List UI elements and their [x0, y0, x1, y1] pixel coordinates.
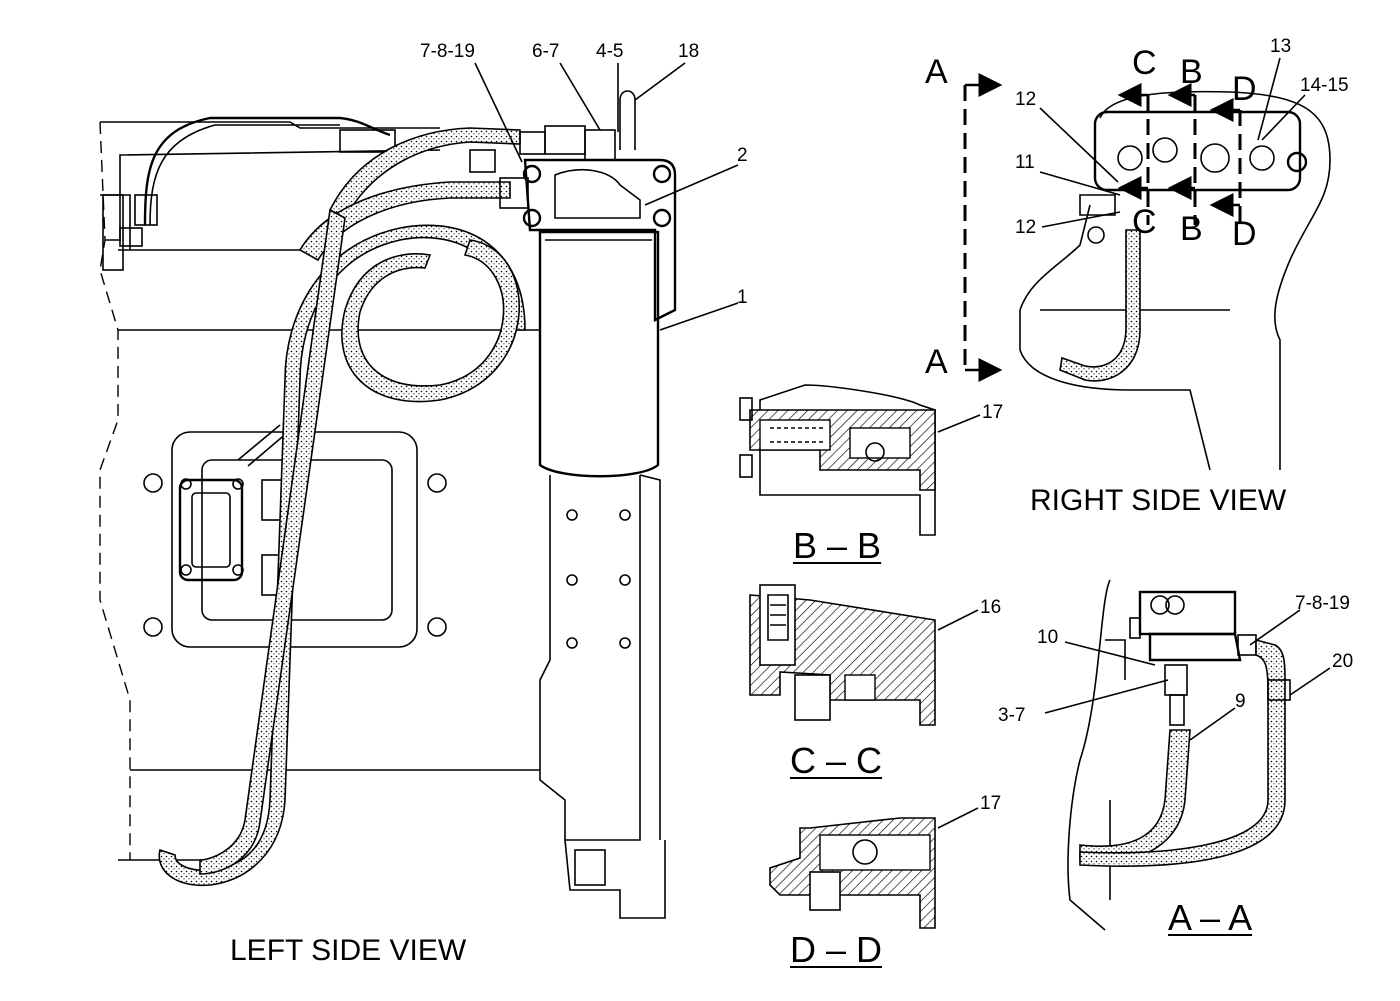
coiled-hose-inner	[341, 239, 521, 403]
left-side-view-drawing	[99, 90, 677, 919]
fuel-manifold	[1093, 110, 1302, 192]
marker-a-bottom: A	[925, 343, 948, 381]
callout-13: 13	[1270, 36, 1292, 57]
marker-b-top: B	[1180, 53, 1203, 91]
section-c-c-label: C – C	[790, 740, 883, 781]
right-side-view-title: RIGHT SIDE VIEW	[1030, 484, 1287, 517]
callout-9: 9	[1235, 691, 1246, 712]
section-a-a-label: A – A	[1168, 897, 1253, 938]
callout-1: 1	[737, 287, 748, 308]
callout-20: 20	[1332, 651, 1354, 672]
callout-12-bottom: 12	[1015, 217, 1037, 238]
marker-b-bottom: B	[1180, 210, 1203, 248]
marker-d-bottom: D	[1232, 215, 1257, 253]
engine-outline	[99, 121, 131, 860]
right-hose	[1059, 229, 1141, 382]
callout-14-15: 14-15	[1300, 75, 1349, 96]
right-engine-outline	[1099, 90, 1331, 470]
callout-7-8-19-left: 7-8-19	[420, 41, 475, 62]
callout-11: 11	[1015, 152, 1035, 173]
filter-bracket	[539, 475, 641, 841]
callout-10: 10	[1037, 627, 1059, 648]
right-side-view-drawing	[963, 73, 1331, 471]
section-d-d-drawing	[769, 807, 979, 929]
callout-7-8-19-right: 7-8-19	[1295, 593, 1350, 614]
section-c-c-drawing	[749, 584, 979, 726]
left-side-view-title: LEFT SIDE VIEW	[230, 934, 467, 967]
callout-17-bb: 17	[982, 402, 1004, 423]
marker-d-top: D	[1232, 70, 1257, 108]
marker-a-top: A	[925, 53, 948, 91]
right-leader-lines	[1039, 57, 1306, 228]
callout-16: 16	[980, 597, 1002, 618]
callout-6-7: 6-7	[532, 41, 560, 62]
section-b-b-label: B – B	[793, 525, 882, 566]
callout-3-7: 3-7	[998, 705, 1026, 726]
left-leader-lines	[474, 62, 739, 331]
upper-fuel-line	[143, 116, 391, 226]
callout-12-top: 12	[1015, 89, 1037, 110]
section-b-b-drawing	[739, 384, 981, 536]
callout-17-dd: 17	[980, 793, 1002, 814]
coiled-hose-outer	[158, 224, 526, 887]
section-d-d-label: D – D	[790, 929, 883, 970]
a-a-engine-outline	[1067, 579, 1111, 931]
callout-4-5: 4-5	[596, 41, 624, 62]
callout-18: 18	[678, 41, 700, 62]
marker-c-top: C	[1132, 44, 1157, 82]
marker-c-bottom: C	[1132, 203, 1157, 241]
callout-2: 2	[737, 145, 748, 166]
a-a-leader-lines	[1044, 609, 1331, 741]
a-a-hose-9	[1079, 729, 1191, 863]
fuel-filter-canister	[538, 230, 660, 478]
section-a-a-drawing	[1067, 579, 1291, 931]
hose-down-left	[199, 208, 346, 875]
filter-head	[523, 158, 677, 322]
